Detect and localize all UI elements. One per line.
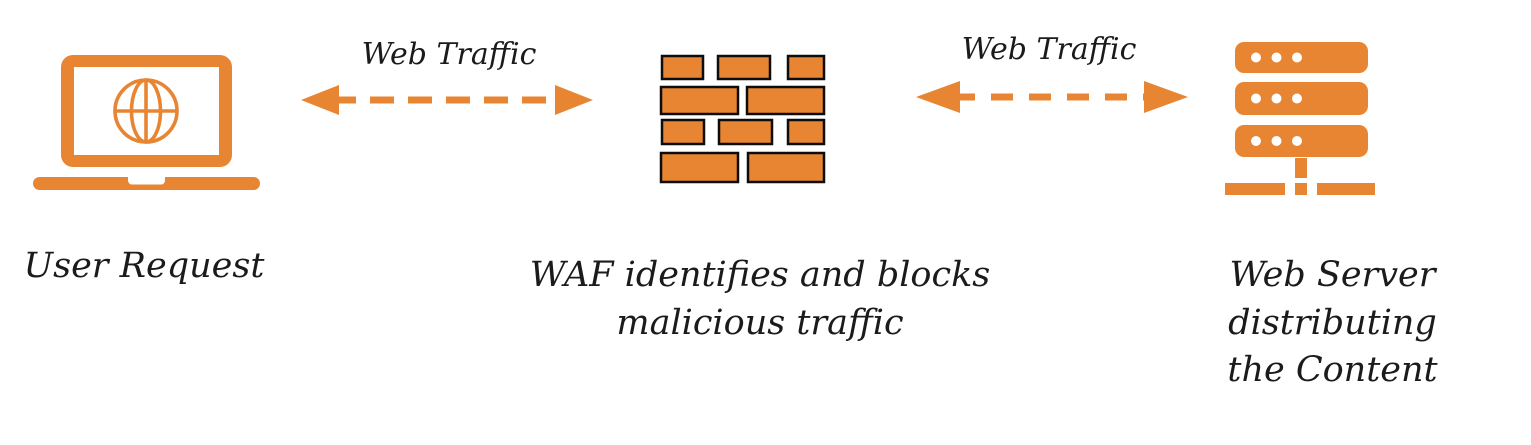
globe-icon	[113, 78, 179, 144]
laptop-base-notch	[128, 177, 165, 185]
web-server-label-line1: Web Server distributing	[1228, 255, 1437, 343]
brick	[786, 54, 826, 81]
brick	[786, 118, 826, 146]
brick	[659, 151, 740, 184]
arrow-head-right-icon	[555, 85, 593, 115]
arrow-head-left-icon	[916, 81, 960, 113]
server-stack-icon	[1225, 42, 1375, 195]
web-traffic-label-left: Web Traffic	[361, 37, 537, 72]
web-server-label-line2: the Content	[1227, 350, 1438, 391]
brick-wall-icon	[659, 54, 826, 184]
waf-label: WAF identifies and blocks malicious traf…	[523, 252, 997, 347]
brick	[745, 85, 826, 116]
brick	[746, 151, 826, 184]
brick	[660, 54, 705, 81]
server-network-connector	[1225, 158, 1375, 195]
bidirectional-dashed-arrow-right	[916, 81, 1188, 113]
web-traffic-label-right: Web Traffic	[961, 32, 1137, 67]
arrow-head-right-icon	[1144, 81, 1188, 113]
brick	[660, 118, 706, 146]
laptop-globe-icon	[33, 55, 260, 190]
waf-label-line2: malicious traffic	[616, 302, 904, 343]
arrow-head-left-icon	[301, 85, 339, 115]
bidirectional-dashed-arrow-left	[301, 85, 593, 115]
user-request-label: User Request	[23, 246, 265, 286]
brick	[717, 118, 774, 146]
brick	[659, 85, 740, 116]
web-server-label: Web Server distributing the Content	[1134, 252, 1531, 395]
server-led-dots	[1251, 52, 1302, 146]
brick	[716, 54, 772, 81]
waf-label-line1: WAF identifies and blocks	[529, 255, 991, 295]
